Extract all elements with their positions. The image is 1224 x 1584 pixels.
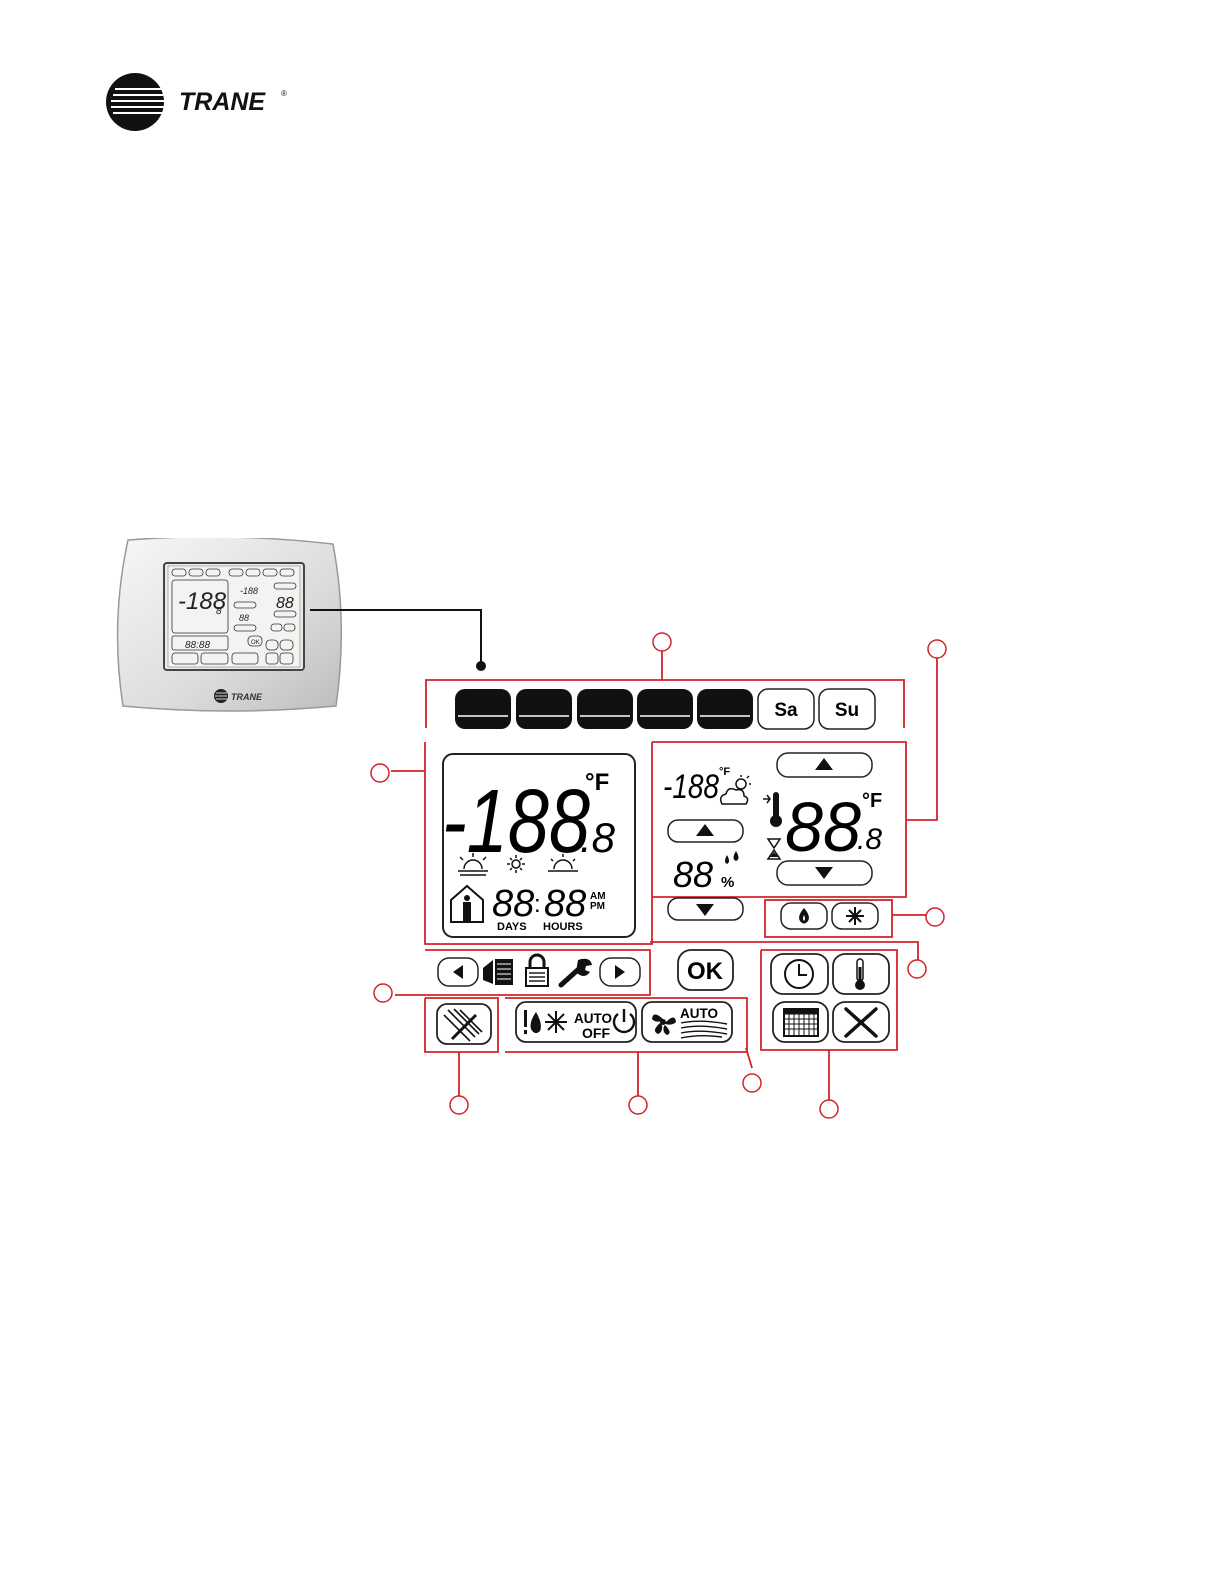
main-temperature-unit: °F	[585, 769, 609, 796]
hourglass-icon	[768, 839, 780, 859]
setpoint-decimal: .8	[857, 823, 882, 856]
day-buttons: Sa Su	[455, 689, 875, 729]
droplets-icon	[725, 851, 739, 864]
fan-auto-label: AUTO	[680, 1005, 718, 1021]
heat-indicator[interactable]	[781, 903, 827, 929]
mode-auto-label: AUTO	[574, 1010, 612, 1026]
callout-marker	[820, 1100, 838, 1118]
day-label-sa: Sa	[774, 700, 798, 721]
callout-marker	[928, 640, 946, 658]
day-button-4[interactable]	[637, 689, 693, 729]
callout-marker	[908, 960, 926, 978]
ok-label: OK	[687, 958, 724, 985]
function-buttons	[771, 954, 889, 1042]
callout-marker	[450, 1096, 468, 1114]
outdoor-temperature: -188	[663, 768, 719, 806]
lock-icon	[526, 955, 548, 986]
snowflake-icon	[545, 1011, 567, 1033]
main-temperature-decimal: .8	[580, 814, 616, 861]
callout-marker	[629, 1096, 647, 1114]
setpoint-unit: °F	[862, 790, 882, 812]
time-separator: :	[534, 891, 541, 918]
heat-cool-indicators	[781, 903, 878, 929]
day-button-3[interactable]	[577, 689, 633, 729]
hours-label: HOURS	[543, 921, 583, 933]
callout-marker	[374, 984, 392, 1002]
pm-indicator: PM	[590, 901, 605, 912]
setpoint-value: 88	[785, 788, 861, 866]
days-label: DAYS	[497, 921, 527, 933]
time-hours: 88	[544, 883, 586, 925]
callout-marker	[926, 908, 944, 926]
outdoor-unit: °F	[719, 766, 730, 778]
time-days: 88	[492, 883, 534, 925]
wrench-icon	[561, 959, 592, 985]
callout-marker	[743, 1074, 761, 1092]
occupant-icon	[451, 886, 483, 922]
thermometer-icon	[763, 792, 782, 827]
day-button-5[interactable]	[697, 689, 753, 729]
day-label-su: Su	[835, 700, 859, 721]
callout-marker	[653, 633, 671, 651]
main-display: -188 .8 °F 88 : 88 AM	[442, 754, 635, 937]
humidity-value: 88	[673, 854, 713, 895]
day-button-1[interactable]	[455, 689, 511, 729]
callout-marker	[371, 764, 389, 782]
mode-off-label: OFF	[582, 1025, 610, 1041]
day-button-2[interactable]	[516, 689, 572, 729]
schedule-copy-icon	[483, 959, 513, 985]
setpoint-panel: 88 .8 °F	[763, 753, 882, 885]
humidity-unit: %	[721, 874, 734, 891]
leader-line	[310, 610, 486, 671]
cloud-sun-icon	[721, 775, 751, 804]
no-spray-button[interactable]	[437, 1004, 491, 1044]
navigation-row	[438, 955, 640, 986]
